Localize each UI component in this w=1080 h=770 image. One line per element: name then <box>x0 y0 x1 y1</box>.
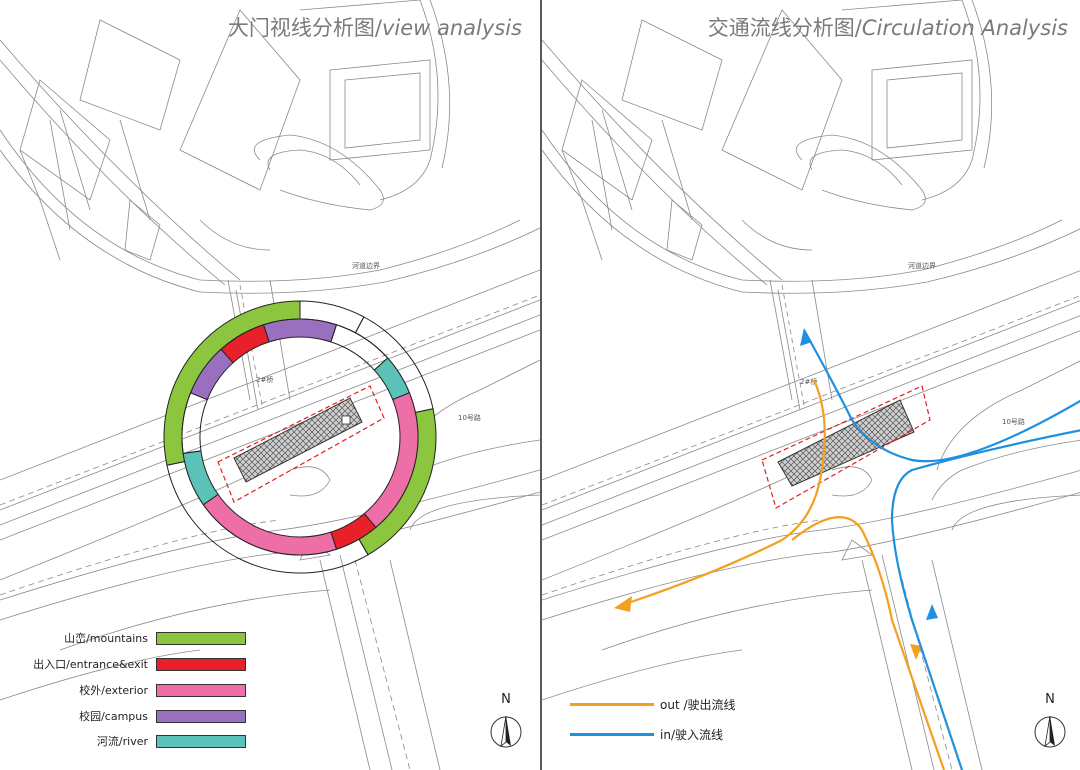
north-letter: N <box>1045 692 1055 707</box>
legend-river-label: 河流/river <box>96 735 148 748</box>
circulation-title-cn: 交通流线分析图/ <box>707 16 862 40</box>
legend-in-flow: in/驶入流线 <box>570 726 870 742</box>
legend-in-flow-label: in/驶入流线 <box>660 728 723 742</box>
in-flow-arrowhead-north <box>800 328 812 346</box>
north-arrow-icon <box>490 715 522 748</box>
ring-inner-blank <box>330 324 389 371</box>
circulation-title-en: Circulation Analysis <box>861 16 1068 40</box>
legend-campus-label: 校园/campus <box>79 710 148 723</box>
legend-campus-swatch <box>156 710 246 723</box>
in-flow-arrowhead-south <box>926 604 938 620</box>
river-boundary-label: 河道边界 <box>352 261 380 270</box>
legend-exterior: 校外/exterior <box>0 684 260 700</box>
view-analysis-title-cn: 大门视线分析图/ <box>227 16 382 40</box>
ring-inner-campus <box>262 318 338 343</box>
legend-mountains-swatch <box>156 632 246 645</box>
river-boundary-label: 河道边界 <box>908 261 936 270</box>
gate-building <box>233 397 363 483</box>
ring-inner-river <box>182 450 219 506</box>
circulation-map: 河道边界 2#桥 10号路 <box>542 0 1080 770</box>
gate-dashed-outline <box>761 385 931 509</box>
out-flow-arrowhead-west <box>614 596 632 612</box>
circulation-panel: 河道边界 2#桥 10号路 交通流线分析图/Circulation Analys… <box>542 0 1080 770</box>
legend-exterior-swatch <box>156 684 246 697</box>
legend-mountains-label: 山峦/mountains <box>64 632 148 645</box>
legend-in-flow-line <box>570 733 654 736</box>
legend-out-flow-label: out /驶出流线 <box>660 698 736 712</box>
north-arrow: N <box>488 692 524 750</box>
site-basemap <box>0 0 540 770</box>
legend-campus: 校园/campus <box>0 710 260 726</box>
gate-marker <box>341 415 351 425</box>
view-analysis-title: 大门视线分析图/view analysis <box>228 12 522 42</box>
view-ring <box>163 300 437 574</box>
bridge-label: 2#桥 <box>800 377 817 386</box>
ring-inner-river <box>373 357 411 401</box>
gate-dashed-outline <box>217 385 385 503</box>
legend-exterior-label: 校外/exterior <box>79 684 148 697</box>
north-letter: N <box>501 692 511 707</box>
legend-entrance-label: 出入口/entrance&exit <box>33 658 148 671</box>
legend-river: 河流/river <box>0 735 260 751</box>
bridge-label: 2#桥 <box>256 375 273 384</box>
out-flow-path-west <box>621 379 826 607</box>
north-arrow-icon <box>1034 715 1066 748</box>
legend-out-flow-line <box>570 703 654 706</box>
circulation-title: 交通流线分析图/Circulation Analysis <box>708 12 1068 42</box>
out-flow-arrowhead-south <box>910 644 922 660</box>
view-analysis-title-en: view analysis <box>381 16 522 40</box>
legend-mountains: 山峦/mountains <box>0 632 260 648</box>
legend-river-swatch <box>156 735 246 748</box>
panel-divider <box>540 0 542 770</box>
north-arrow: N <box>1032 692 1068 750</box>
road-label: 10号路 <box>458 413 481 422</box>
out-flow-path-south <box>791 516 946 770</box>
legend-entrance-swatch <box>156 658 246 671</box>
legend-entrance: 出入口/entrance&exit <box>0 658 260 674</box>
view-analysis-panel: 河道边界 2#桥 10号路 大门视线分析图/view analysis 山峦/m… <box>0 0 540 770</box>
view-analysis-map: 河道边界 2#桥 10号路 <box>0 0 540 770</box>
ring-inner-entrance <box>220 324 270 364</box>
gate-building <box>777 399 915 487</box>
in-flow-path-south <box>890 429 1080 770</box>
road-label: 10号路 <box>1002 417 1025 426</box>
legend-out-flow: out /驶出流线 <box>570 696 870 712</box>
in-flow-path-north <box>803 329 1080 463</box>
